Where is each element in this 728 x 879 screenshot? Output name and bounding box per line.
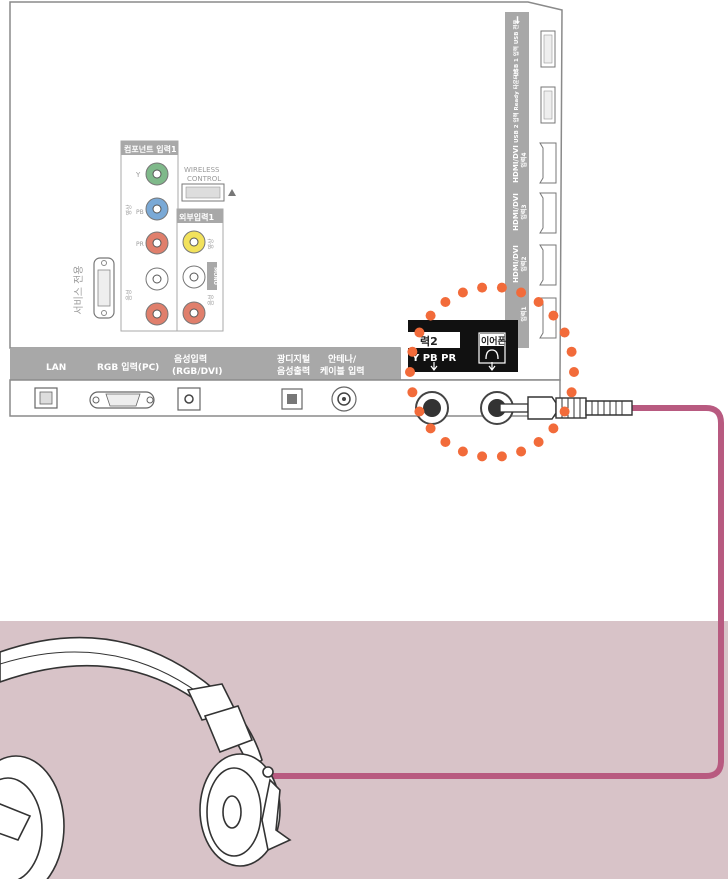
- hdmi3-label: 입력3: [520, 204, 528, 219]
- antenna-label-1: 안테나/: [328, 353, 357, 365]
- wireless-label-1: WIRELESS: [184, 166, 220, 174]
- av-video-label: 영상: [207, 238, 215, 250]
- highlight-dot: [477, 283, 487, 293]
- usb-icon: ⭠: [512, 16, 523, 24]
- component-y-label: Y: [135, 171, 141, 179]
- highlight-dot: [534, 297, 544, 307]
- optical-port: [282, 389, 302, 409]
- av-input-group: 외부입력1 영상 MONO 음성: [177, 209, 223, 331]
- highlight-dot: [548, 311, 558, 321]
- component-pr-label: PR: [136, 241, 144, 248]
- av-audio-label: 음성: [207, 294, 215, 305]
- highlight-dot: [458, 447, 468, 457]
- highlight-dot: [497, 451, 507, 461]
- highlight-dot: [548, 423, 558, 433]
- input2-label: 력2: [420, 335, 438, 348]
- hdmi2-label: 입력2: [520, 256, 528, 271]
- highlight-dot: [458, 288, 468, 298]
- wireless-label-2: CONTROL: [187, 175, 221, 183]
- audio-input-port: [178, 388, 200, 410]
- component-audio-label: 음성: [125, 289, 133, 300]
- zoom-label-block: 력2 Y PB PR 이어폰: [408, 320, 518, 372]
- rgb-input-label: RGB 입력(PC): [97, 361, 159, 373]
- hdmi1-label: 입력1: [520, 306, 528, 321]
- optical-label-1: 광디지털: [277, 353, 310, 365]
- av-mono-label: MONO: [212, 267, 218, 285]
- hdmi4-label: 입력4: [520, 152, 528, 167]
- component-pb-label: PB: [136, 209, 144, 216]
- antenna-port: [332, 387, 356, 411]
- highlight-dot: [516, 288, 526, 298]
- audio-input-label-2: (RGB/DVI): [172, 367, 222, 377]
- hdmi2-brand: HDMI/DVI: [512, 245, 520, 283]
- highlight-dot: [414, 328, 424, 338]
- audio-input-label-1: 음성입력: [174, 353, 207, 365]
- highlight-dot: [567, 347, 577, 357]
- highlight-dot: [440, 297, 450, 307]
- highlight-dot: [414, 407, 424, 417]
- lan-label: LAN: [46, 363, 66, 373]
- highlight-dot: [407, 387, 417, 397]
- hdmi4-brand: HDMI/DVI: [512, 145, 520, 183]
- highlight-dot: [477, 451, 487, 461]
- av-input-title: 외부입력1: [179, 212, 214, 222]
- hdmi3-brand: HDMI/DVI: [512, 193, 520, 231]
- highlight-dot: [407, 347, 417, 357]
- component-input-group: 컴포넌트 입력1 Y PB PR 영상 음성: [121, 141, 178, 331]
- highlight-dot: [567, 387, 577, 397]
- highlight-dot: [560, 328, 570, 338]
- highlight-dot: [560, 407, 570, 417]
- highlight-dot: [440, 437, 450, 447]
- usb1-label: USB 1 입력 USB 전용: [512, 20, 520, 77]
- highlight-dot: [534, 437, 544, 447]
- earphone-label: 이어폰: [481, 335, 506, 347]
- highlight-dot: [405, 367, 415, 377]
- service-label: 서비스 전용: [73, 265, 85, 314]
- component-title: 컴포넌트 입력1: [124, 144, 177, 154]
- lan-port: [35, 388, 57, 408]
- highlight-dot: [497, 283, 507, 293]
- optical-label-2: 음성출력: [277, 365, 310, 377]
- component-video-label: 영상: [125, 204, 133, 216]
- highlight-dot: [516, 447, 526, 457]
- rgb-port: [90, 392, 154, 408]
- highlight-dot: [569, 367, 579, 377]
- service-port: 서비스 전용: [73, 258, 114, 318]
- highlight-dot: [426, 423, 436, 433]
- antenna-label-2: 케이블 입력: [320, 365, 365, 377]
- usb2-label: USB 2 입력 Ready 타운터넷: [512, 69, 520, 143]
- highlight-dot: [426, 311, 436, 321]
- side-label-strip: USB 1 입력 USB 전용 ⭠ USB 2 입력 Ready 타운터넷 HD…: [505, 12, 529, 348]
